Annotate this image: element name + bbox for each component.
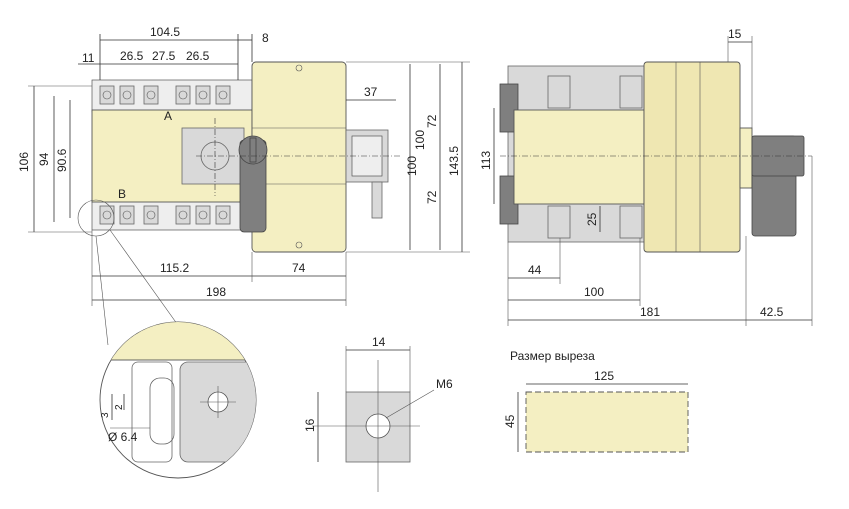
side-view: 15 113 25 44 100 181 42.5	[479, 27, 813, 326]
label-B: B	[118, 187, 126, 201]
dim-26-5-a: 26.5	[120, 49, 144, 63]
dim-125: 125	[594, 369, 614, 383]
dim-181: 181	[640, 305, 660, 319]
dim-106: 106	[17, 152, 31, 172]
top-terminals	[99, 85, 231, 105]
dim-104-5: 104.5	[150, 25, 180, 39]
dim-diameter: Ø 6.4	[108, 430, 138, 444]
dim-90-6: 90.6	[55, 148, 69, 172]
dim-26-5-b: 26.5	[186, 49, 210, 63]
bottom-terminals	[99, 205, 231, 225]
front-view: A B 104.5 8 11 26.5 27.5 26.5 37 72 100 …	[17, 25, 470, 306]
dim-37: 37	[364, 85, 378, 99]
cutout-title: Размер выреза	[510, 349, 595, 363]
dim-11: 11	[82, 51, 95, 65]
cutout-rect	[525, 391, 689, 453]
dim-115-2: 115.2	[160, 261, 189, 275]
side-housing	[643, 61, 741, 253]
dim-44: 44	[528, 263, 542, 277]
dim-100-b: 100	[413, 130, 427, 150]
dim-15: 15	[728, 27, 742, 41]
label-A: A	[164, 109, 172, 123]
dim-72-bottom: 72	[425, 190, 439, 204]
dim-198: 198	[206, 285, 226, 299]
dim-74: 74	[292, 261, 306, 275]
side-body	[513, 109, 645, 205]
dim-42-5: 42.5	[760, 305, 784, 319]
dim-8: 8	[262, 31, 269, 45]
thread-label: M6	[436, 377, 453, 391]
dim-100: 100	[584, 285, 604, 299]
dim-45: 45	[503, 414, 517, 428]
dim-27-5: 27.5	[152, 49, 176, 63]
dim-143-5: 143.5	[447, 146, 461, 176]
dim-72-top: 72	[425, 114, 439, 128]
dim-2: 2	[114, 404, 125, 410]
dim-100-a: 100	[405, 156, 419, 176]
nut-view: 14 16 M6	[303, 335, 453, 492]
cutout-view: Размер выреза 125 45	[503, 349, 689, 453]
dim-16: 16	[303, 418, 317, 432]
dim-113: 113	[479, 151, 493, 170]
dim-94: 94	[37, 152, 51, 166]
dim-25: 25	[585, 212, 599, 226]
dim-3: 3	[100, 412, 111, 418]
dim-14: 14	[372, 335, 386, 349]
